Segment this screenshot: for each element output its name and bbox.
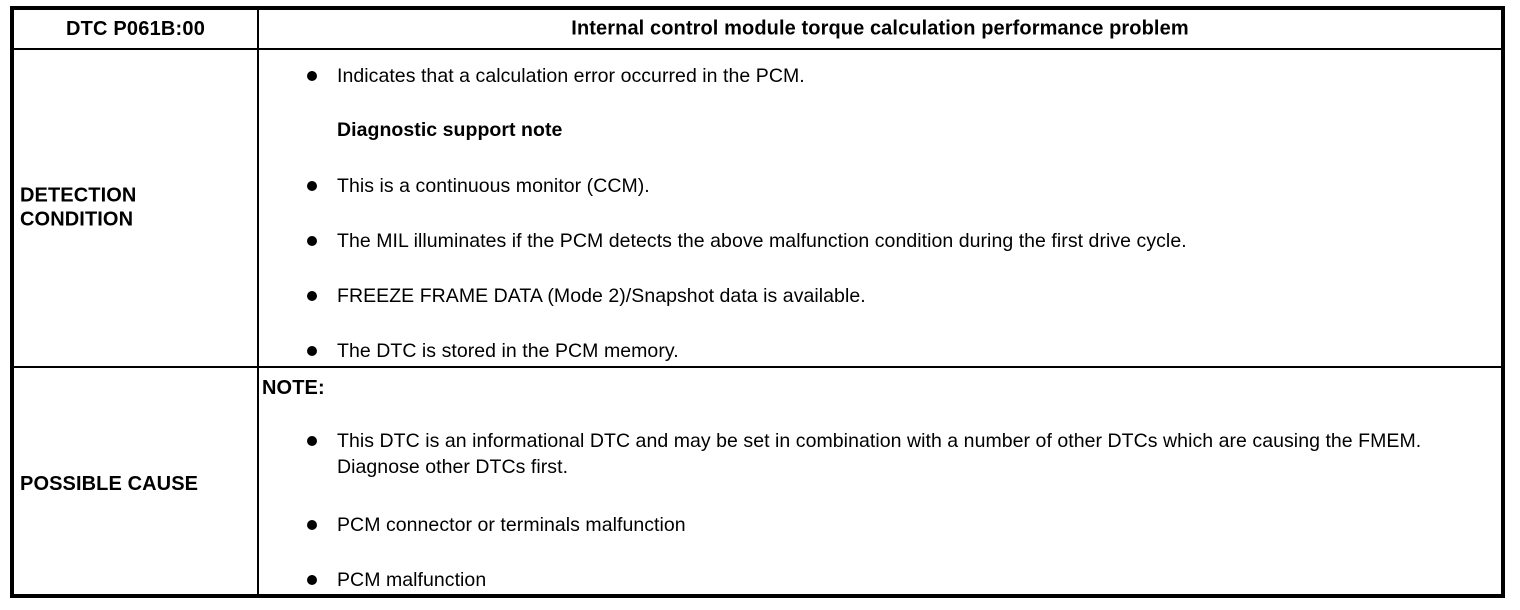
dtc-code-label: DTC P061B:00 (65, 18, 206, 40)
dtc-title-cell: Internal control module torque calculati… (259, 10, 1501, 48)
diagnostic-support-note-heading: Diagnostic support note (337, 119, 563, 141)
detection-item-1: Diagnostic support note (259, 118, 1501, 144)
detection-condition-content-cell: Indicates that a calculation error occur… (259, 50, 1501, 366)
detection-item-2: This is a continuous monitor (CCM). (259, 174, 1501, 200)
possible-cause-row: POSSIBLE CAUSE NOTE: This DTC is an info… (14, 368, 1501, 594)
dtc-title-label: Internal control module torque calculati… (571, 17, 1189, 40)
bullet-row: Indicates that a calculation error occur… (259, 64, 1501, 90)
bullet-text: Indicates that a calculation error occur… (337, 65, 805, 87)
dtc-table: DTC P061B:00 Internal control module tor… (10, 6, 1505, 598)
bullet-text: FREEZE FRAME DATA (Mode 2)/Snapshot data… (337, 285, 866, 307)
bullet-text: The MIL illuminates if the PCM detects t… (337, 230, 1187, 252)
detection-condition-label-line2: CONDITION (20, 209, 134, 231)
possible-cause-content-cell: NOTE: This DTC is an informational DTC a… (259, 368, 1501, 594)
bullet-row: FREEZE FRAME DATA (Mode 2)/Snapshot data… (259, 284, 1501, 310)
bullet-text: PCM malfunction (337, 569, 487, 591)
possible-cause-item-2: PCM malfunction (259, 568, 1501, 594)
bullet-row: This DTC is an informational DTC and may… (259, 429, 1501, 480)
detection-condition-label-line1: DETECTION (20, 184, 137, 207)
detection-condition-row: DETECTION CONDITION Indicates that a cal… (14, 50, 1501, 368)
bullet-dot-icon (307, 291, 317, 301)
bullet-dot-icon (307, 346, 317, 356)
possible-cause-item-1: PCM connector or terminals malfunction (259, 513, 1501, 539)
possible-cause-item-0: This DTC is an informational DTC and may… (259, 429, 1501, 480)
bullet-text: PCM connector or terminals malfunction (337, 514, 686, 536)
bullet-row: The DTC is stored in the PCM memory. (259, 339, 1501, 365)
bullet-dot-icon (307, 520, 317, 530)
detection-condition-label: DETECTION CONDITION (20, 184, 136, 233)
bullet-row: PCM malfunction (259, 568, 1501, 594)
note-heading: NOTE: (262, 377, 325, 399)
possible-cause-label-cell: POSSIBLE CAUSE (14, 368, 259, 594)
bullet-text: This DTC is an informational DTC and may… (337, 430, 1422, 478)
table-header-row: DTC P061B:00 Internal control module tor… (14, 10, 1501, 50)
bullet-dot-icon (307, 575, 317, 585)
detection-item-0: Indicates that a calculation error occur… (259, 64, 1501, 90)
bullet-dot-icon (307, 71, 317, 81)
bullet-dot-icon (307, 436, 317, 446)
detection-item-5: The DTC is stored in the PCM memory. (259, 339, 1501, 365)
dtc-code-cell: DTC P061B:00 (14, 10, 259, 48)
detection-condition-label-cell: DETECTION CONDITION (14, 50, 259, 366)
possible-cause-label: POSSIBLE CAUSE (20, 472, 199, 495)
possible-cause-note-block: NOTE: (259, 376, 1501, 400)
bullet-row: PCM connector or terminals malfunction (259, 513, 1501, 539)
bullet-row: This is a continuous monitor (CCM). (259, 174, 1501, 200)
bullet-text: This is a continuous monitor (CCM). (337, 175, 650, 197)
detection-item-4: FREEZE FRAME DATA (Mode 2)/Snapshot data… (259, 284, 1501, 310)
bullet-dot-icon (307, 236, 317, 246)
bullet-row: The MIL illuminates if the PCM detects t… (259, 229, 1501, 255)
bullet-text: The DTC is stored in the PCM memory. (337, 340, 679, 362)
detection-item-3: The MIL illuminates if the PCM detects t… (259, 229, 1501, 255)
bullet-dot-icon (307, 181, 317, 191)
